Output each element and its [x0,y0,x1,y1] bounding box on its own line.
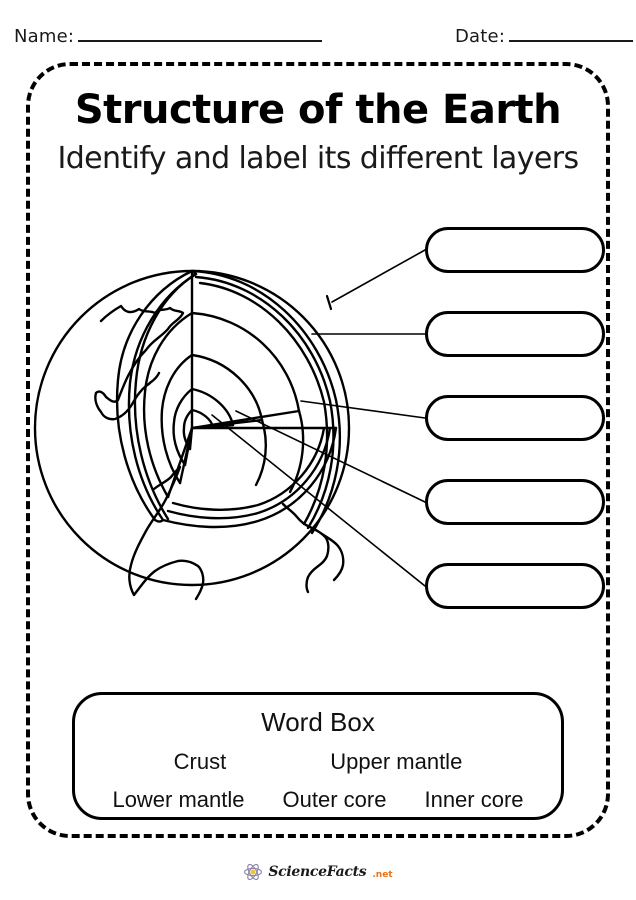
logo-tld: .net [372,870,393,880]
atom-icon [244,863,263,881]
answer-box-5[interactable] [425,563,605,609]
answer-box-4[interactable] [425,479,605,525]
word-box-title: Word Box [261,707,375,737]
page-title: Structure of the Earth [74,87,562,133]
date-write-line[interactable] [509,26,634,42]
logo-wordmark: ScienceFacts [268,864,367,880]
date-field[interactable]: Date: [455,26,634,47]
word-box-row-2: Lower mantle Outer core Inner core [75,787,561,813]
date-label: Date: [455,26,506,47]
footer-logo[interactable]: ScienceFacts .net [0,862,636,882]
name-field[interactable]: Name: [14,26,323,47]
word-item-lower-mantle[interactable]: Lower mantle [112,787,245,812]
worksheet-dashed-border [26,62,610,838]
answer-box-1[interactable] [425,227,605,273]
word-box: Word Box Crust Upper mantle Lower mantle… [72,692,564,820]
answer-box-3[interactable] [425,395,605,441]
word-item-crust[interactable]: Crust [173,749,227,774]
word-item-outer-core[interactable]: Outer core [282,787,387,812]
word-box-row-1: Crust Upper mantle [75,749,561,775]
page-subtitle: Identify and label its different layers [57,141,579,176]
answer-box-2[interactable] [425,311,605,357]
name-label: Name: [14,26,75,47]
name-write-line[interactable] [78,26,323,42]
worksheet-header: Name: Date: [0,26,636,56]
word-item-inner-core[interactable]: Inner core [424,787,524,812]
word-item-upper-mantle[interactable]: Upper mantle [330,749,463,774]
